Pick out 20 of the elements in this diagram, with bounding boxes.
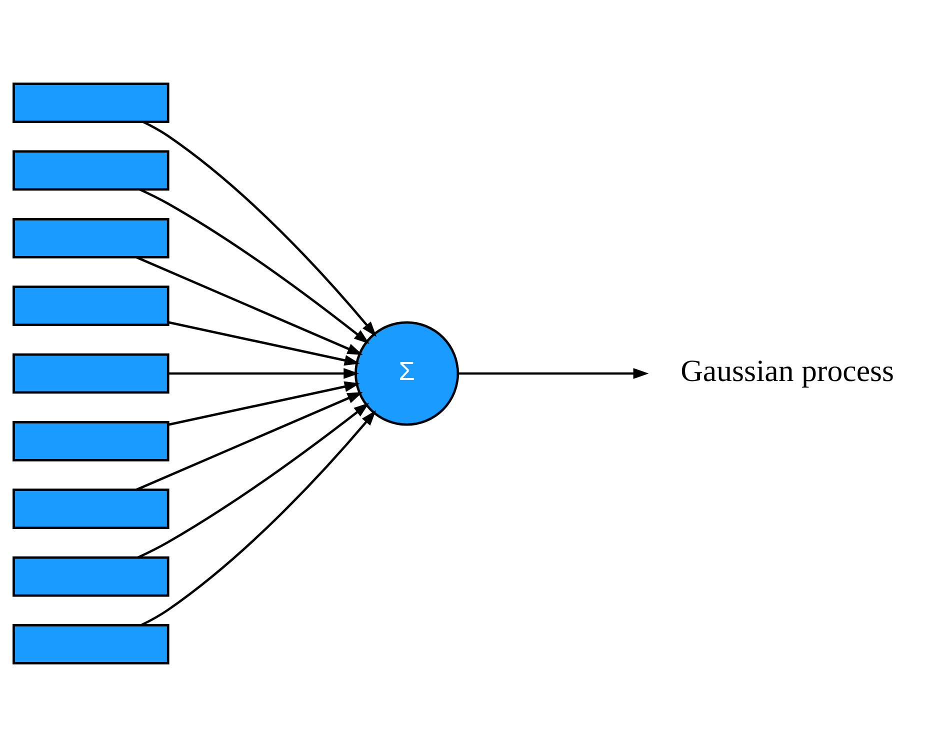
- arrow: [168, 380, 360, 426]
- arrow: [140, 410, 376, 626]
- node-box: [12, 420, 169, 461]
- node-box: [12, 352, 169, 394]
- arrow: [135, 391, 362, 490]
- arrow: [142, 120, 376, 336]
- node-box: [12, 150, 169, 190]
- arrow: [458, 368, 648, 378]
- arrow: [168, 368, 359, 378]
- node-box: [12, 488, 169, 529]
- arrow: [136, 402, 369, 558]
- node-box: [12, 624, 169, 664]
- node-box: [12, 556, 169, 596]
- arrow: [168, 320, 360, 366]
- node-box: [12, 82, 169, 122]
- node-box: [12, 217, 169, 258]
- node-box: [12, 285, 169, 326]
- arrow: [138, 188, 369, 344]
- node-text: Gaussian process: [680, 352, 894, 388]
- arrow: [135, 256, 362, 355]
